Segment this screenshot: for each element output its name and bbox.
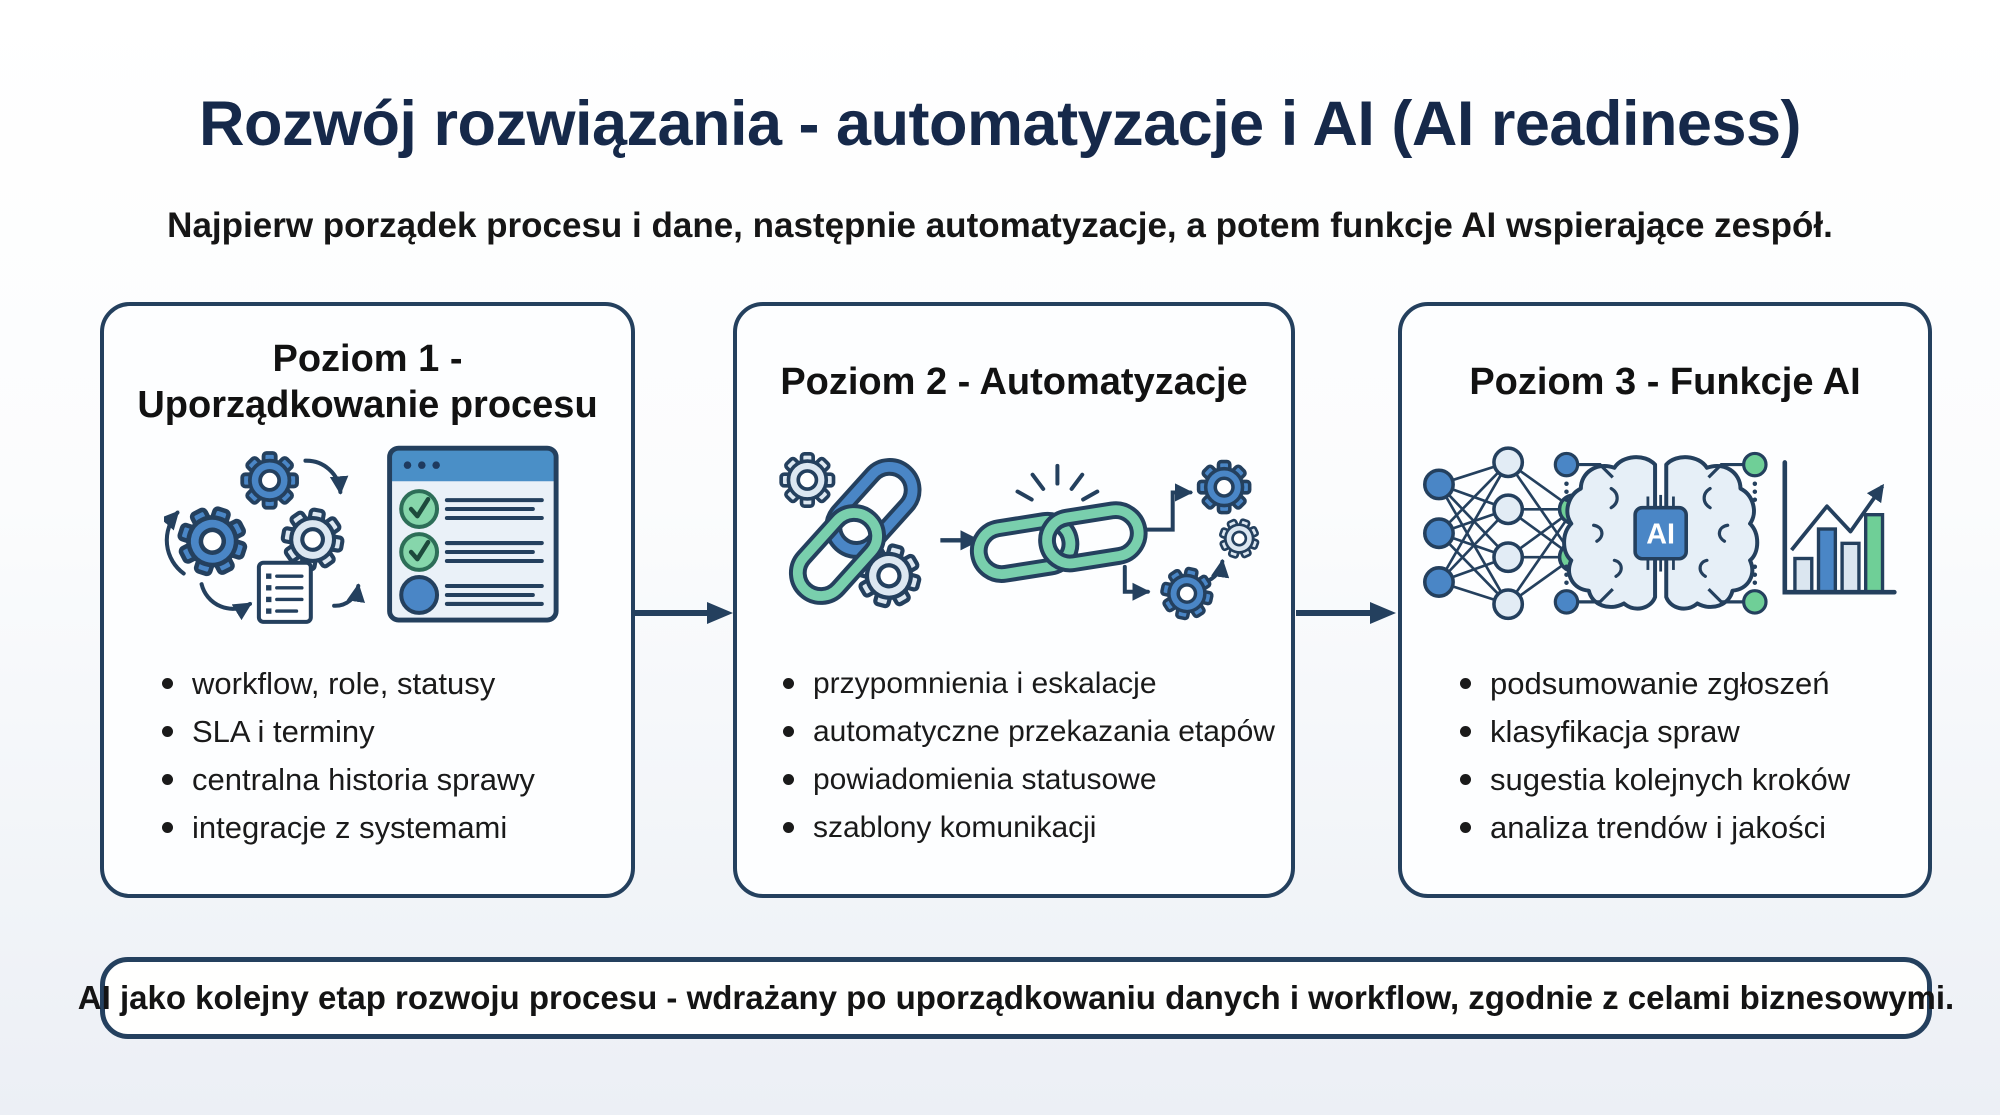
card-2-title: Poziom 2 - Automatyzacje	[737, 332, 1291, 432]
card-3-title-line-1: Poziom 3 - Funkcje AI	[1469, 360, 1861, 403]
gear-icon	[171, 500, 254, 583]
process-order-illustration	[163, 445, 559, 624]
card-level-2: Poziom 2 - Automatyzacje	[733, 302, 1295, 898]
gear-icon	[1197, 459, 1252, 515]
bullet-item: powiadomienia statusowe	[783, 756, 1281, 804]
check-circle-icon	[399, 532, 439, 572]
chart-bars	[1793, 513, 1885, 594]
checklist-window-icon	[386, 445, 559, 623]
bullet-item: klasyfikacja spraw	[1460, 708, 1918, 756]
bullet-item: integracje z systemami	[162, 804, 621, 852]
window-dots-icon	[403, 461, 440, 469]
bullet-item: centralna historia sprawy	[162, 756, 621, 804]
brain-right-hemisphere	[1664, 455, 1760, 611]
automation-illustration	[779, 452, 1265, 625]
chain-link-icon	[789, 458, 922, 605]
gear-icon	[1156, 562, 1219, 625]
cycle-arrows-icon	[163, 458, 365, 621]
card-1-title-line-2: Uporządkowanie procesu	[137, 384, 598, 426]
bullet-item: workflow, role, statusy	[162, 660, 621, 708]
chart-axes	[1782, 460, 1897, 595]
gear-icon	[240, 451, 299, 510]
trend-bar-chart-icon	[1782, 460, 1897, 595]
page-title: Rozwój rozwiązania - automatyzacje i AI …	[198, 89, 1802, 159]
gear-icon	[1213, 512, 1265, 565]
bullet-item: automatyczne przekazania etapów	[783, 708, 1281, 756]
card-level-3: Poziom 3 - Funkcje AI	[1398, 302, 1932, 898]
card-2-bullet-list: przypomnienia i eskalacje automatyczne p…	[737, 660, 1291, 852]
flow-arrow-icon	[633, 602, 733, 624]
bullet-item: przypomnienia i eskalacje	[783, 660, 1281, 708]
status-circle-icon	[399, 575, 439, 615]
document-icon	[256, 560, 313, 624]
card-3-title: Poziom 3 - Funkcje AI	[1402, 332, 1928, 432]
chip-pins	[1646, 494, 1676, 572]
bullet-item: sugestia kolejnych kroków	[1460, 756, 1918, 804]
footer-banner: AI jako kolejny etap rozwoju procesu - w…	[78, 957, 1954, 1039]
bullet-item: szablony komunikacji	[783, 804, 1281, 852]
brain-left-hemisphere	[1562, 455, 1658, 611]
footer-note-text: AI jako kolejny etap rozwoju procesu - w…	[77, 979, 1955, 1016]
bullet-item: analiza trendów i jakości	[1460, 804, 1918, 852]
ai-brain-chip-icon: AI	[1554, 451, 1768, 615]
ai-chip-label: AI	[1647, 519, 1676, 551]
check-circle-icon	[399, 489, 439, 529]
card-1-title: Poziom 1 - Uporządkowanie procesu	[104, 332, 631, 432]
linked-chain-icon	[970, 463, 1149, 583]
card-3-illustration: AI	[1402, 440, 1928, 630]
ai-chip	[1633, 505, 1689, 561]
burst-lines-icon	[1015, 463, 1100, 502]
trend-line-icon	[1790, 483, 1885, 552]
card-level-1: Poziom 1 - Uporządkowanie procesu	[100, 302, 635, 898]
card-1-bullet-list: workflow, role, statusy SLA i terminy ce…	[104, 660, 631, 852]
card-3-bullet-list: podsumowanie zgłoszeń klasyfikacja spraw…	[1402, 660, 1928, 852]
card-2-title-line-1: Poziom 2 - Automatyzacje	[780, 360, 1248, 403]
brain-folds	[1592, 486, 1730, 578]
gear-icon	[779, 452, 836, 509]
bullet-item: SLA i terminy	[162, 708, 621, 756]
connector-dots	[1564, 481, 1758, 585]
bullet-item: podsumowanie zgłoszeń	[1460, 660, 1918, 708]
card-1-title-line-1: Poziom 1 -	[272, 337, 463, 380]
connector-lines	[1577, 462, 1745, 604]
ai-functions-illustration: AI	[1423, 446, 1897, 621]
connector-nodes	[1554, 451, 1768, 615]
card-2-illustration	[737, 440, 1291, 630]
page-subtitle: Najpierw porządek procesu i dane, następ…	[167, 206, 1833, 245]
card-1-illustration	[104, 440, 631, 630]
flow-arrow-icon	[1296, 602, 1396, 624]
